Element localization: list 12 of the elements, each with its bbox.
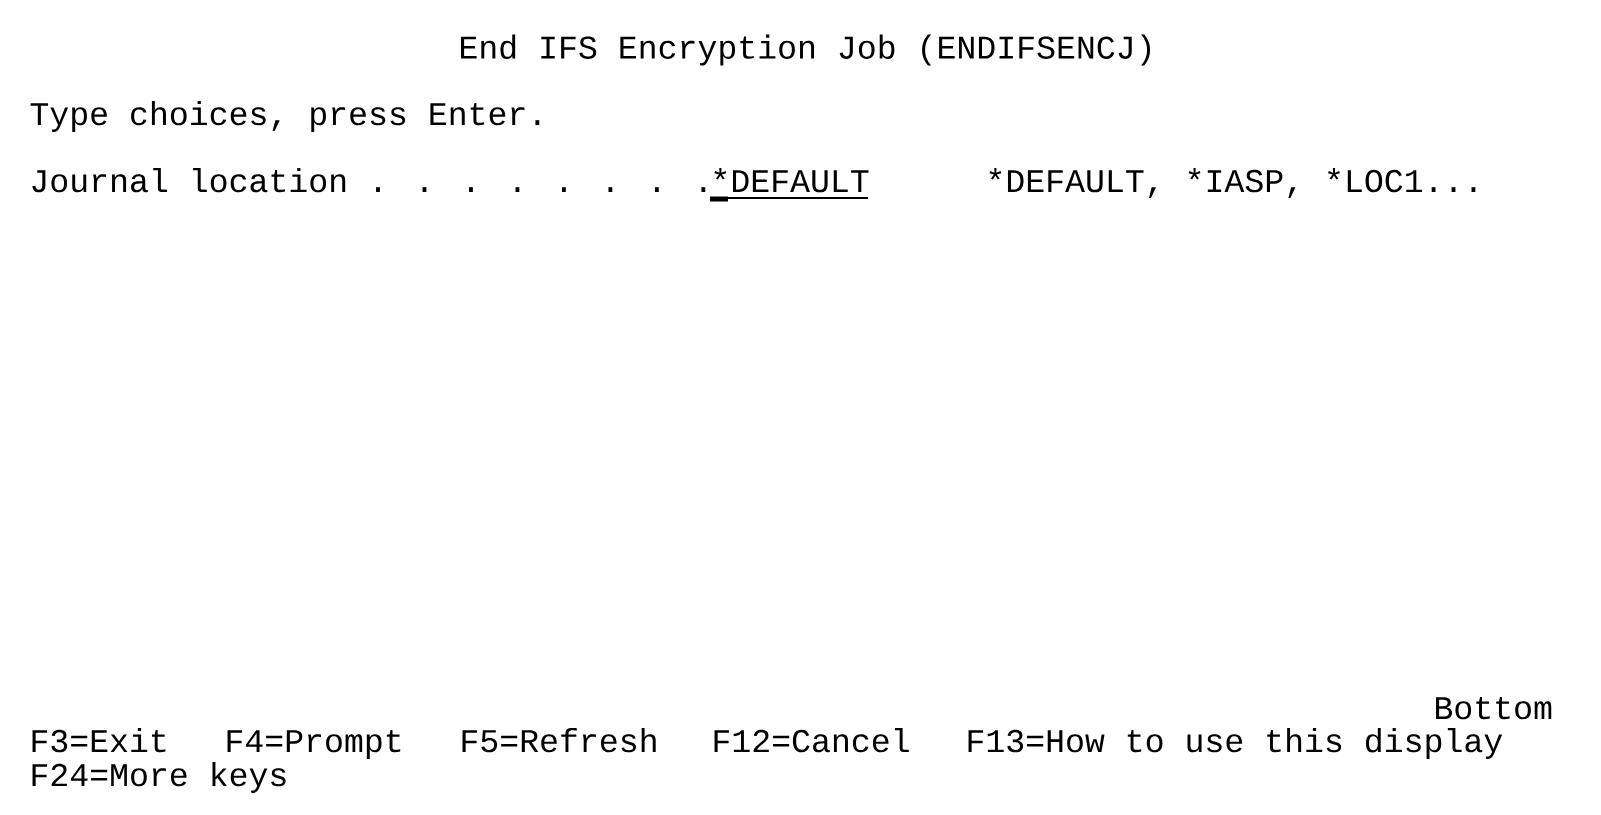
function-key-text: F24=More keys	[32, 761, 286, 793]
function-key-text: F5=Refresh	[462, 727, 656, 753]
instruction-text: Type choices, press Enter.	[30, 100, 540, 132]
function-key-text: F4=Prompt	[227, 729, 401, 759]
function-key-text: F13=How to use this display	[968, 727, 1503, 759]
function-key-text: F3=Exit	[32, 727, 166, 753]
screen-title: End IFS Encryption Job (ENDIFSENCJ)	[461, 34, 1150, 66]
more-indicator: Bottom	[1436, 696, 1552, 720]
function-key-text: F12=Cancel	[714, 727, 909, 753]
field-label: Journal location . . . . . . . .	[32, 167, 706, 193]
allowed-values-text: *DEFAULT, *IASP, *LOC1...	[989, 168, 1476, 198]
input-field: *DEFAULT	[709, 168, 869, 202]
